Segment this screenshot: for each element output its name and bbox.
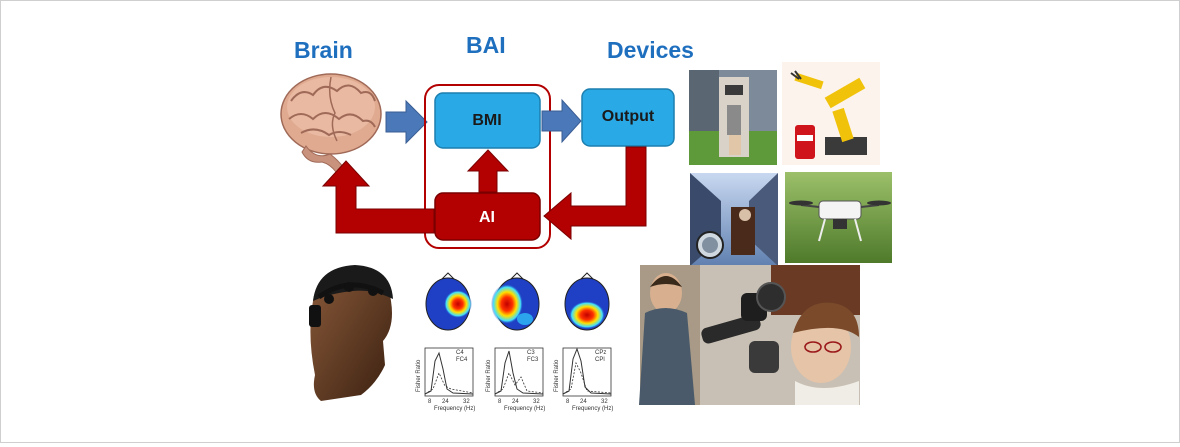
arrow-ai-to-brain [321,160,435,234]
fisher-plot-2-tick-3: 24 [512,399,519,405]
topomap-c3 [491,272,540,331]
fisher-plot-1-xlabel: Frequency (Hz) [434,406,475,412]
header-bai: BAI [466,32,506,58]
bmi-box [434,92,541,149]
output-label: Output [602,108,655,125]
topomap-cpz [564,272,610,331]
fisher-plot-3-xlabel: Frequency (Hz) [572,406,613,412]
arrow-output-to-ai [543,146,647,241]
arrow-brain-to-bmi [385,99,428,145]
fisher-plot-1-ylabel: Fisher Ratio [416,359,422,392]
photo-exoskeleton-arm [689,70,777,165]
brain-image [280,73,382,173]
photo-robot-arm [782,62,880,165]
fisher-plot-3-legend-2: CPl [595,357,605,363]
fisher-plot-1-legend-2: FC4 [456,357,468,363]
header-devices: Devices [607,37,694,63]
fisher-plot-2-xlabel: Frequency (Hz) [504,406,545,412]
photo-drone [785,172,892,263]
bai-frame [424,84,551,249]
fisher-plot-3: CPz CPl 8 24 32 Frequency (Hz) Fisher Ra… [554,347,613,412]
arrow-bmi-to-output [541,98,582,144]
fisher-plot-1-tick-1: 8 [428,399,432,405]
fisher-plot-1-tick-3: 24 [442,399,449,405]
header-brain: Brain [294,37,353,63]
ai-box [434,192,541,241]
fisher-plot-3-tick-4: 32 [601,399,608,405]
photo-wheelchair [690,173,778,266]
fisher-plot-3-tick-3: 24 [580,399,587,405]
fisher-plot-2-legend-1: C3 [527,350,535,356]
ai-label: AI [479,209,495,226]
arrow-ai-to-bmi [466,149,510,193]
fisher-plot-3-tick-1: 8 [566,399,570,405]
fisher-plot-2-ylabel: Fisher Ratio [486,359,492,392]
fisher-plot-2: C3 FC3 8 24 32 Frequency (Hz) Fisher Rat… [486,347,545,412]
bmi-label: BMI [472,112,501,129]
photo-eeg-headset [294,261,412,401]
photo-robotic-arm-assist [639,265,860,405]
fisher-plot-3-legend-1: CPz [595,350,606,356]
fisher-plot-1: C4 FC4 8 24 32 Frequency (Hz) Fisher Rat… [416,347,475,412]
fisher-plot-1-legend-1: C4 [456,350,464,356]
fisher-plot-2-tick-4: 32 [533,399,540,405]
fisher-plot-1-tick-4: 32 [463,399,470,405]
fisher-plot-2-legend-2: FC3 [527,357,539,363]
topomap-c4 [425,272,472,331]
fisher-plot-3-ylabel: Fisher Ratio [554,359,560,392]
output-box [581,88,675,147]
fisher-plot-2-tick-1: 8 [498,399,502,405]
